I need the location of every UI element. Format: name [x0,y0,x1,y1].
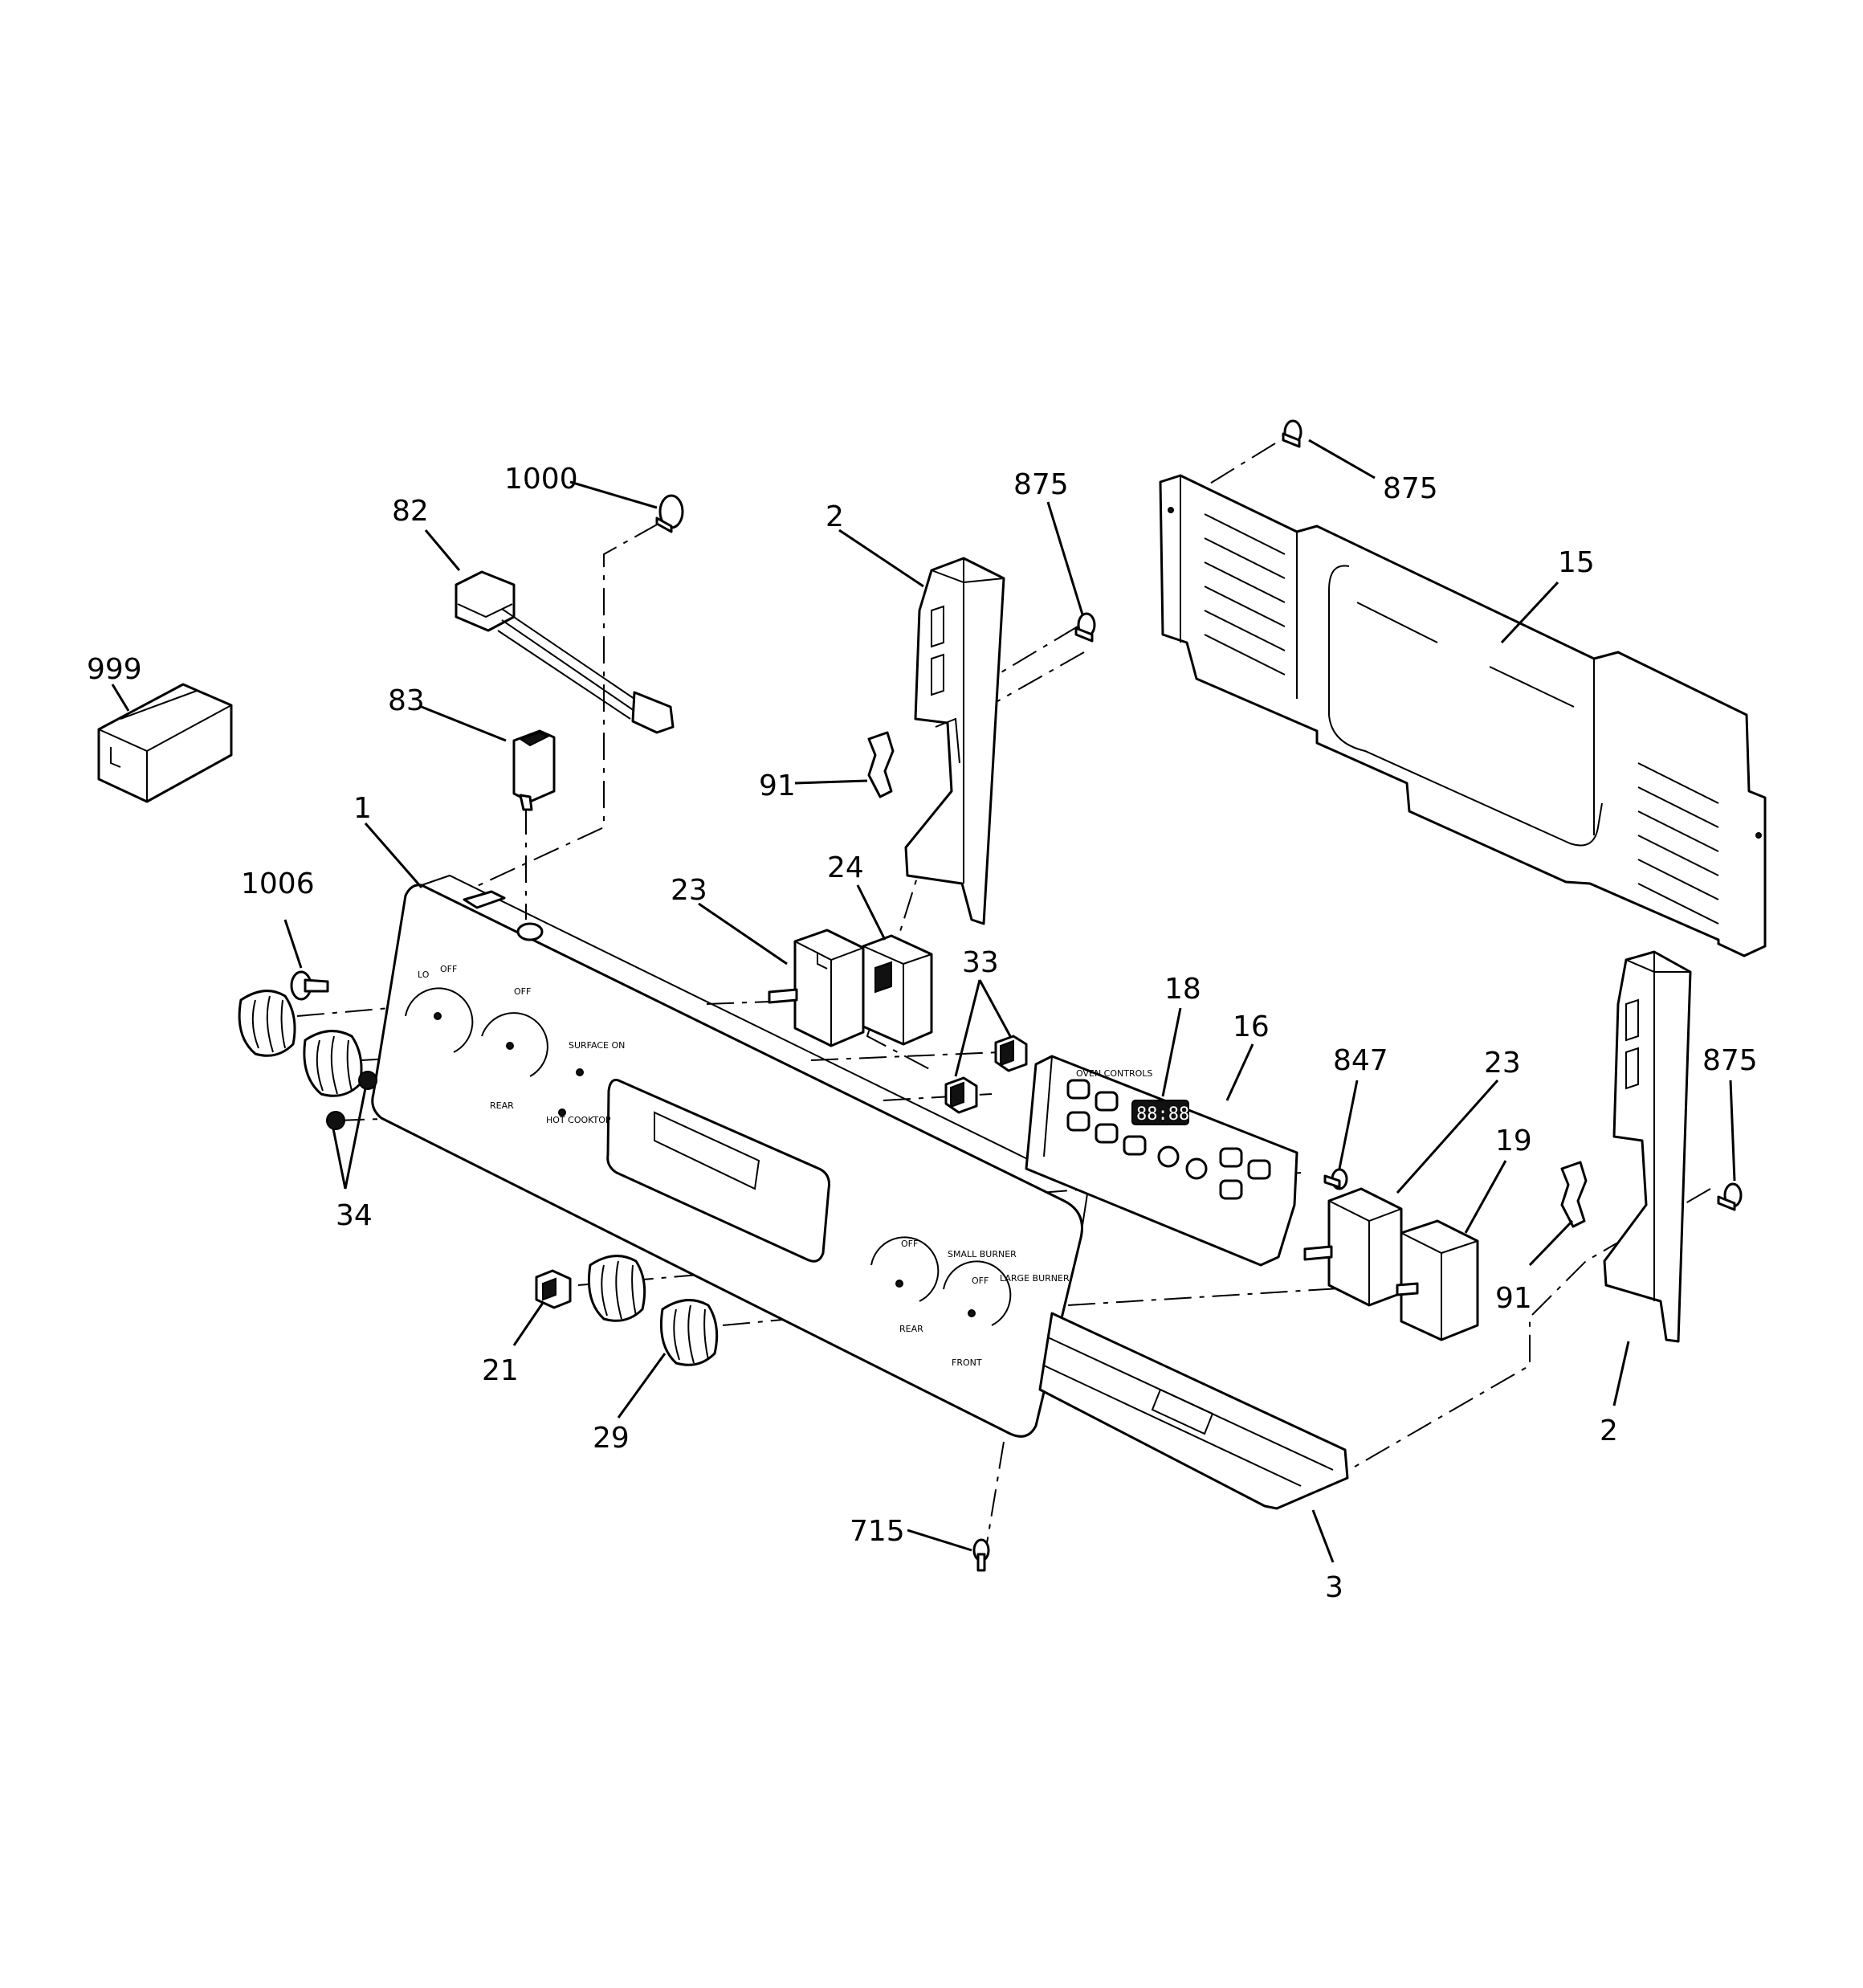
callout-15: 15 [1558,546,1595,579]
callouts: 999 82 1000 83 1 1006 34 23 24 33 2 91 8… [87,463,1758,1604]
panel-off-left: OFF [440,964,457,974]
callout-19: 19 [1495,1125,1532,1157]
callout-715: 715 [850,1515,905,1548]
end-bracket-2-left [904,557,1005,925]
trim-3 [1038,1312,1349,1510]
callout-23-left: 23 [671,874,707,907]
callout-23-right: 23 [1484,1047,1521,1080]
callout-21: 21 [482,1354,519,1387]
panel-rear-left: REAR [490,1100,514,1111]
clip-91-right [1560,1161,1588,1228]
panel-large-burner: LARGE BURNER [1000,1273,1070,1284]
control-panel-1: LO OFF OFF REAR SURFACE ON HOT COOKTOP O… [371,874,1090,1438]
panel-hot-cooktop: HOT COOKTOP [546,1115,611,1125]
switch-23-left [768,929,865,1047]
knob-right-1 [587,1255,646,1322]
callout-18: 18 [1164,973,1201,1006]
grommets-34 [326,1071,377,1130]
callout-83: 83 [388,684,425,717]
end-bracket-2-right [1603,950,1692,1343]
callout-1000: 1000 [504,463,578,496]
clip-91-left [867,731,895,798]
switch-24 [862,934,933,1046]
callout-34: 34 [336,1199,373,1232]
callout-875-b: 875 [1383,472,1438,505]
callout-82: 82 [392,495,429,528]
callout-29: 29 [593,1422,630,1455]
callout-16: 16 [1233,1010,1270,1043]
leader-lines [111,439,1736,1563]
callout-91-left: 91 [759,769,796,802]
oven-controls-label: OVEN CONTROLS [1076,1068,1152,1079]
display-window [1131,1100,1189,1125]
panel-surface-on: SURFACE ON [569,1040,625,1051]
knob-left-2 [303,1030,363,1097]
callout-2-left: 2 [826,500,844,533]
callout-999: 999 [87,653,142,686]
knob-left-1 [238,990,296,1057]
callout-2-right: 2 [1600,1414,1618,1447]
panel-off-left-2: OFF [514,986,531,997]
callout-847: 847 [1333,1044,1388,1077]
switch-23-right [1303,1187,1403,1307]
display-readout: 88:88 [1136,1104,1189,1125]
panel-front-right: FRONT [952,1357,982,1368]
screw-1000 [655,494,684,533]
callout-3: 3 [1325,1571,1343,1604]
callout-33: 33 [962,946,999,979]
screw-715 [972,1538,990,1572]
callout-875-a: 875 [1013,468,1069,501]
screw-875-b [1282,419,1302,448]
back-panel-15 [1159,474,1767,957]
panel-small-burner: SMALL BURNER [948,1249,1017,1259]
panel-off-right: OFF [901,1239,918,1249]
screw-875-c [1717,1182,1743,1211]
screw-875-a [1074,612,1096,643]
oven-control-16: OVEN CONTROLS 88:88 [1025,1055,1298,1267]
switch-83 [512,729,556,811]
screw-1006 [290,970,329,1001]
harness-82 [455,570,675,734]
box-999 [97,683,233,803]
callout-875-c: 875 [1702,1044,1758,1077]
callout-1006: 1006 [241,867,315,900]
callout-24: 24 [827,851,864,884]
switch-19 [1396,1219,1479,1341]
switch-21 [535,1269,572,1309]
knob-29 [659,1299,719,1366]
screw-847 [1323,1168,1348,1190]
callout-1: 1 [353,792,372,825]
clips-33 [944,1035,1028,1114]
panel-rear-right: REAR [899,1324,923,1334]
callout-91-right: 91 [1495,1282,1532,1315]
panel-lo-left: LO [418,970,430,980]
panel-off-right-2: OFF [972,1276,989,1286]
